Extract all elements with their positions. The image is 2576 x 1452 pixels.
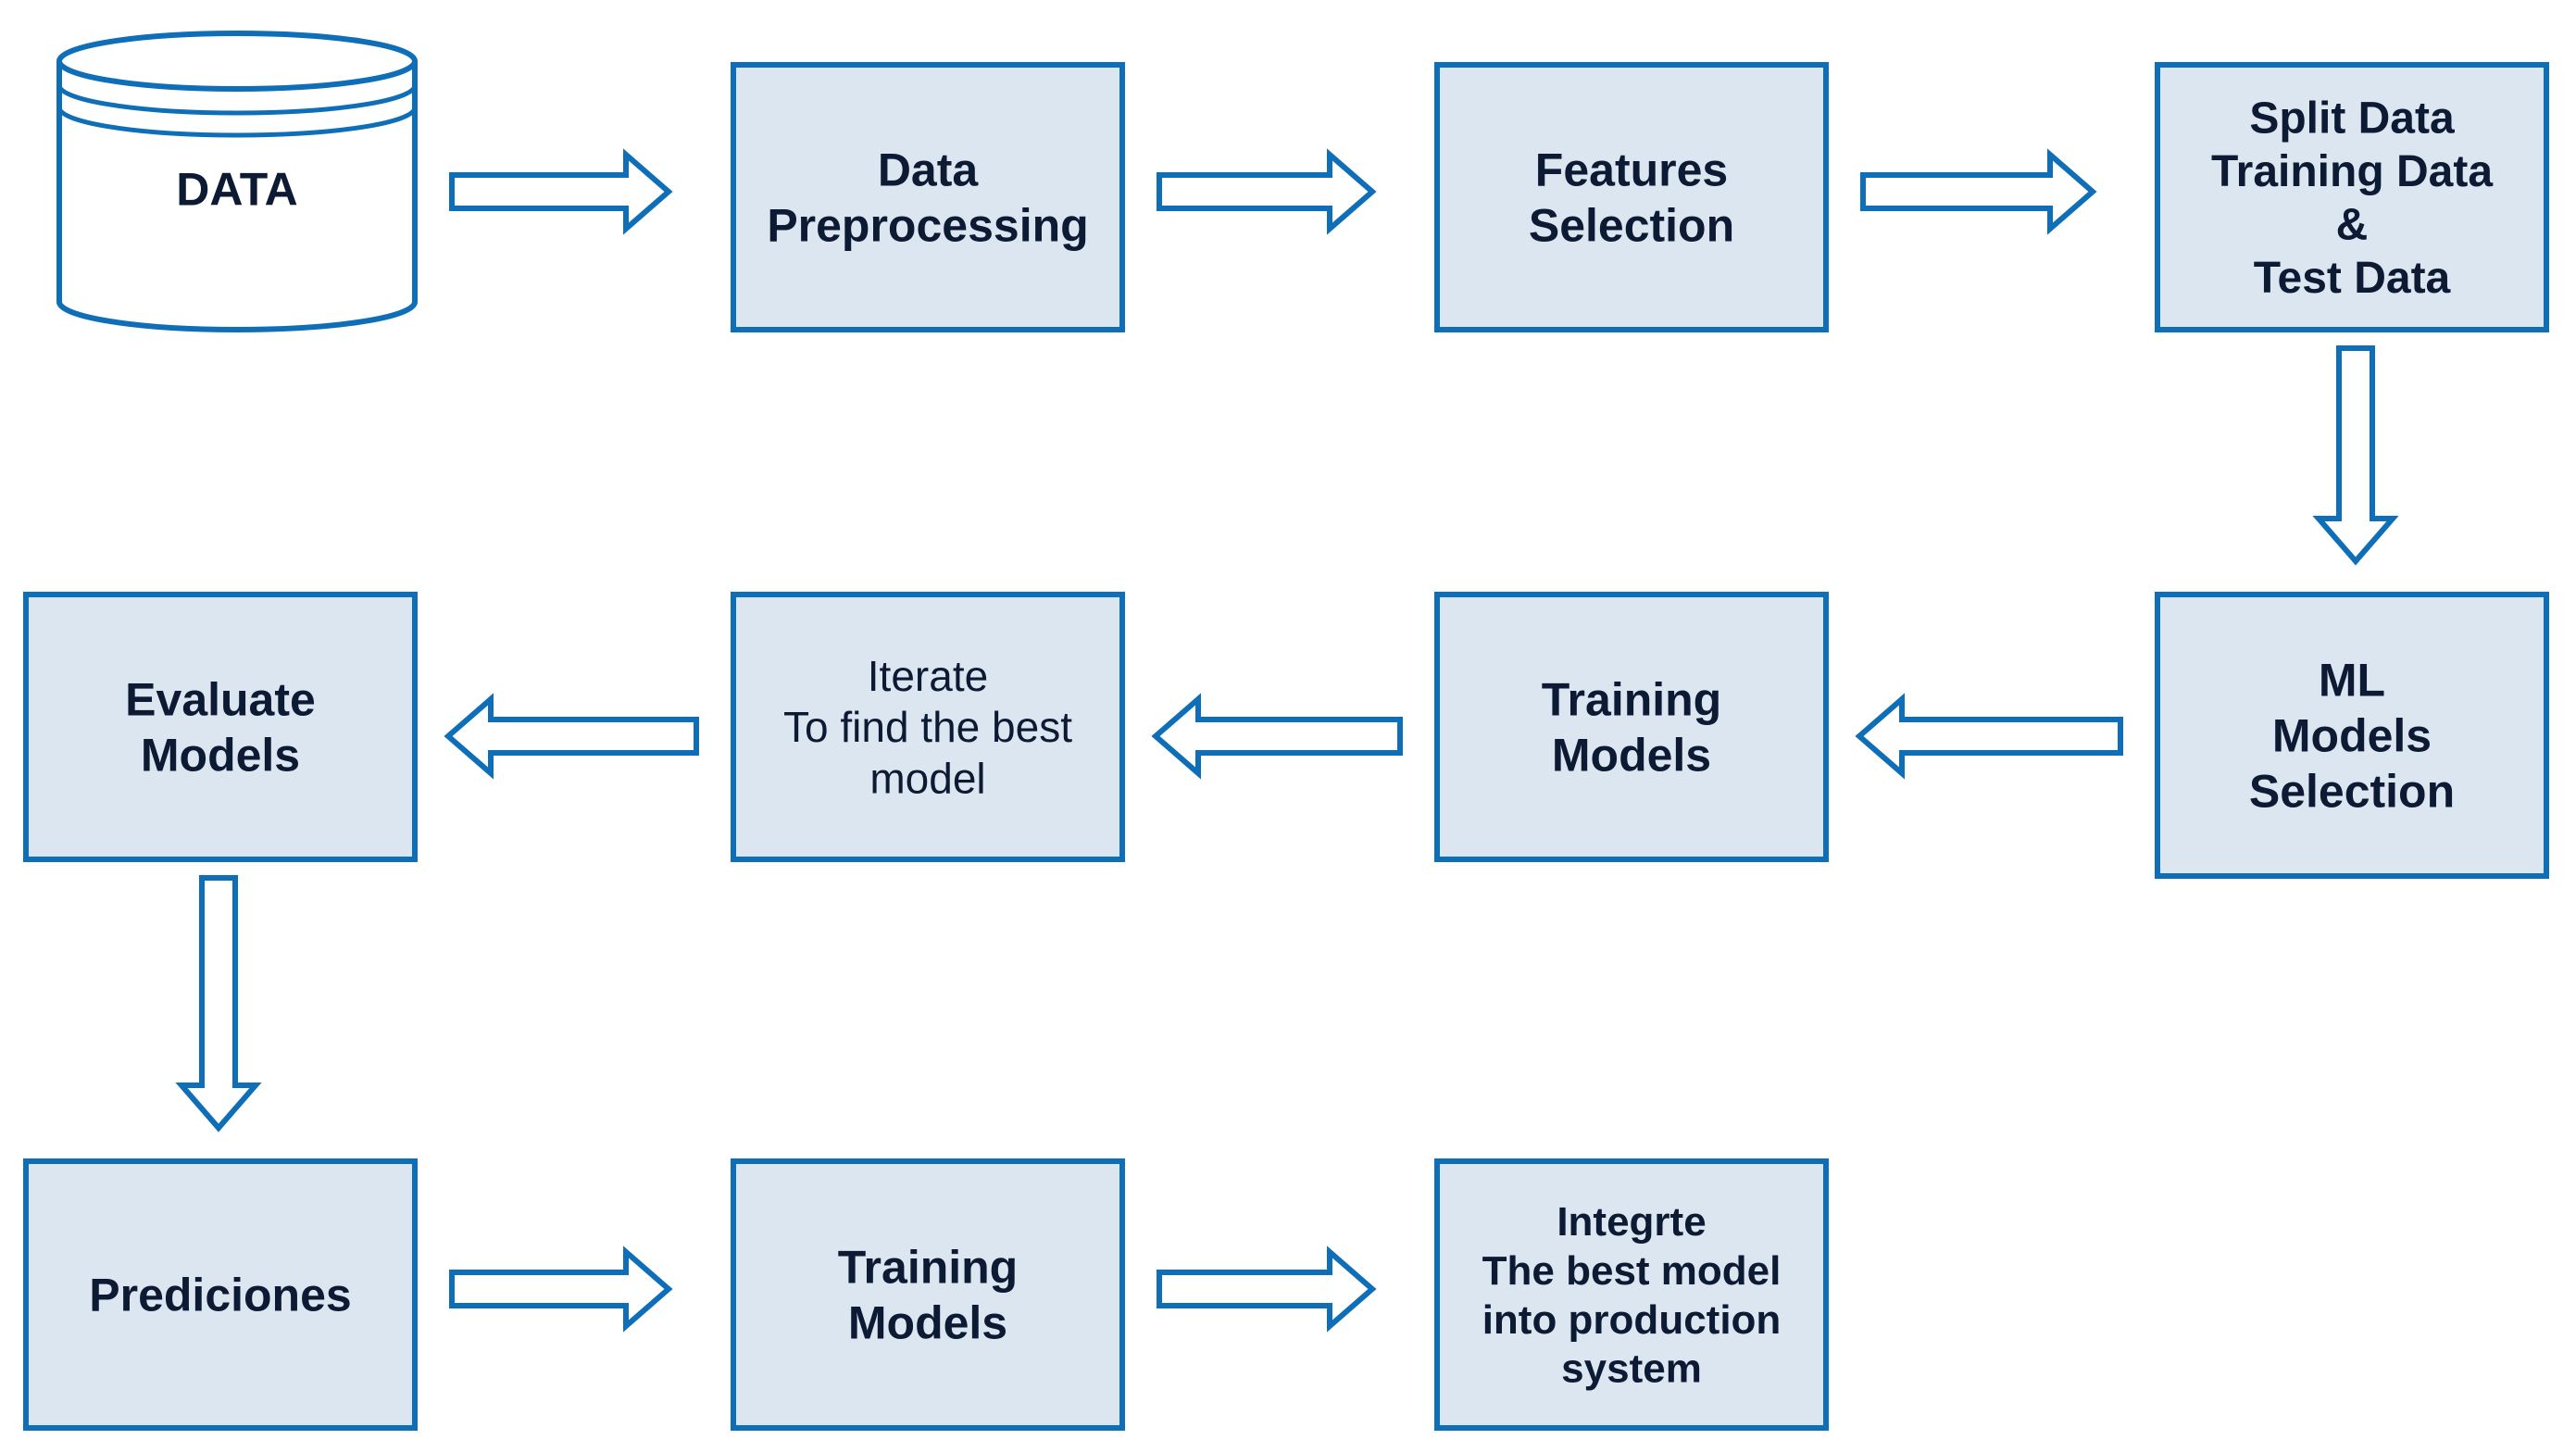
node-label-line: Models — [1552, 730, 1711, 782]
node-label-line: Models — [848, 1297, 1007, 1349]
node-label-line: Models — [2272, 710, 2432, 762]
arrow-training-1-to-iterate — [1151, 693, 1403, 780]
arrow-iterate-to-evaluate — [444, 693, 699, 780]
node-label-predictions: Prediciones — [89, 1270, 351, 1321]
node-label-line: To find the best — [783, 703, 1072, 751]
node-label-line: Features — [1535, 144, 1728, 196]
node-label-line: Training — [1542, 674, 1721, 726]
node-label-line: ML — [2319, 655, 2385, 707]
node-label-line: DATA — [176, 164, 297, 216]
node-label-line: Selection — [2249, 766, 2455, 818]
node-label-line: & — [2336, 201, 2369, 250]
box-ml-selection — [2155, 592, 2549, 879]
cylinder-body — [56, 61, 418, 332]
node-label-line: Split Data — [2249, 94, 2455, 143]
node-label-line: Training Data — [2211, 147, 2493, 196]
node-label-line: Prediciones — [89, 1270, 351, 1321]
box-preprocessing — [731, 62, 1125, 332]
node-label-line: into production — [1482, 1297, 1782, 1343]
cylinder-ring-2 — [56, 106, 418, 138]
node-label-line: Iterate — [868, 652, 988, 700]
node-label-line: Evaluate — [125, 674, 316, 726]
box-features — [1434, 62, 1829, 332]
node-label-line: Preprocessing — [767, 200, 1088, 252]
box-training-2 — [731, 1158, 1125, 1431]
node-data: DATA — [56, 31, 418, 332]
cylinder-ring-1 — [56, 84, 418, 116]
box-training-1 — [1434, 592, 1829, 862]
box-integrate — [1434, 1158, 1829, 1431]
box-split — [2155, 62, 2549, 332]
node-label-line: Training — [838, 1242, 1018, 1294]
node-predictions: Prediciones — [23, 1158, 418, 1431]
node-label-line: Selection — [1529, 200, 1734, 252]
node-label-line: Integrte — [1557, 1199, 1706, 1245]
box-evaluate — [23, 592, 418, 862]
cylinder-top — [56, 31, 418, 92]
arrow-training-2-to-integrate — [1157, 1245, 1377, 1333]
arrow-preprocessing-to-features — [1157, 148, 1377, 235]
node-label-data: DATA — [176, 164, 297, 216]
arrow-evaluate-to-predictions — [175, 875, 262, 1133]
arrow-predictions-to-training-2 — [449, 1245, 673, 1333]
box-iterate — [731, 592, 1125, 862]
node-label-line: Test Data — [2254, 254, 2451, 303]
box-predictions — [23, 1158, 418, 1431]
arrow-data-to-preprocessing — [449, 148, 673, 235]
node-label-line: system — [1561, 1346, 1702, 1392]
arrow-split-to-ml-selection — [2312, 345, 2399, 566]
node-label-line: The best model — [1482, 1248, 1782, 1294]
arrow-features-to-split — [1860, 148, 2097, 235]
arrow-ml-selection-to-training-1 — [1855, 693, 2123, 780]
node-label-line: model — [869, 754, 985, 802]
node-label-line: Data — [878, 144, 980, 196]
node-label-line: Models — [141, 730, 300, 782]
